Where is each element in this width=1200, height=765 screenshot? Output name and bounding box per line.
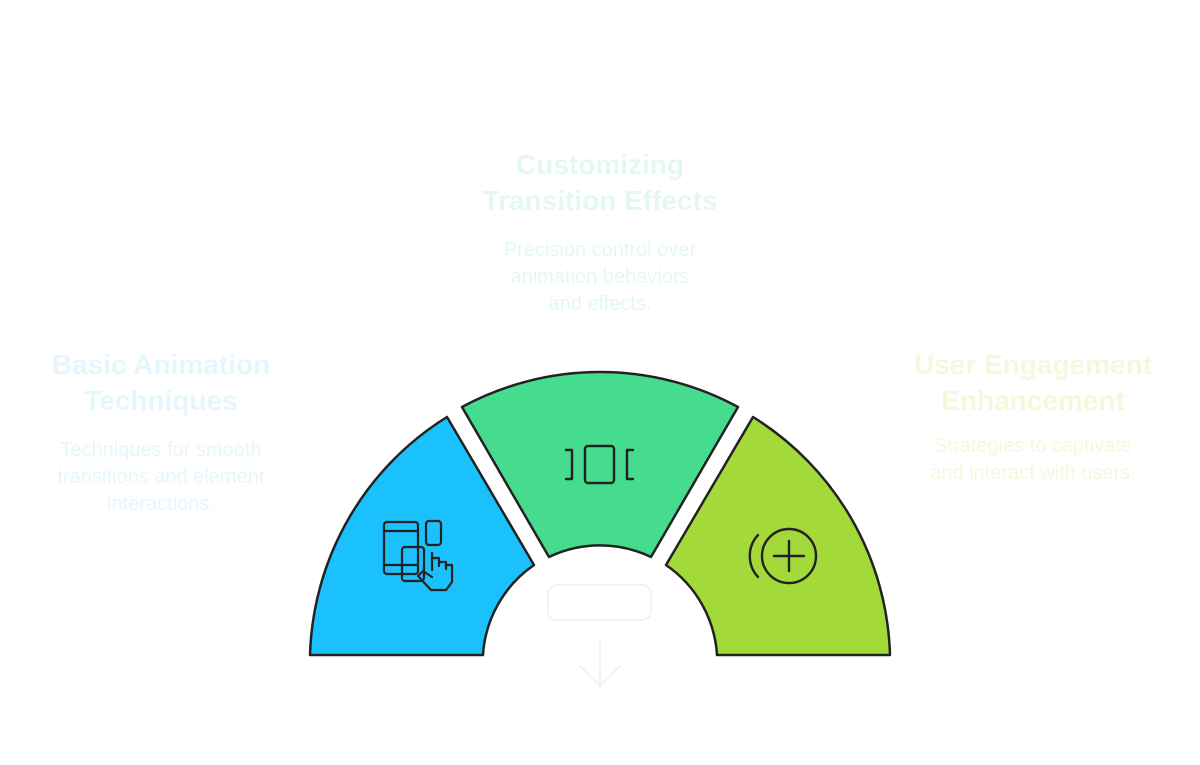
desc-left-line3: interactions.	[107, 493, 215, 515]
arrow-down-icon	[579, 641, 621, 687]
title-left-line2: Techniques	[84, 385, 238, 416]
title-right-line2: Enhancement	[941, 385, 1125, 416]
devices-touch-icon	[382, 519, 454, 592]
hub-box	[547, 584, 652, 621]
title-center-line2: Transition Effects	[482, 185, 718, 216]
title-right: User Engagement Enhancement	[900, 347, 1166, 419]
desc-right-line2: and interact with users.	[930, 462, 1136, 484]
desc-center-line3: and effects.	[548, 293, 652, 315]
carousel-frame-icon	[564, 444, 635, 485]
segment-center[interactable]	[460, 370, 740, 559]
desc-right-line1: Strategies to captivate	[934, 435, 1132, 457]
title-left: Basic Animation Techniques	[30, 347, 292, 419]
desc-center-line2: animation behaviors	[510, 266, 690, 288]
label-block-left: Basic Animation Techniques Techniques fo…	[30, 347, 292, 518]
add-circle-signal-icon	[748, 527, 818, 585]
desc-left-line2: transitions and element	[57, 466, 265, 488]
desc-left: Techniques for smooth transitions and el…	[30, 437, 292, 518]
desc-center: Precision control over animation behavio…	[460, 237, 740, 318]
label-block-center: Customizing Transition Effects Precision…	[460, 147, 740, 318]
desc-left-line1: Techniques for smooth	[60, 439, 262, 461]
title-center-line1: Customizing	[516, 149, 684, 180]
title-right-line1: User Engagement	[913, 349, 1153, 380]
label-block-right: User Engagement Enhancement Strategies t…	[900, 347, 1166, 487]
desc-center-line1: Precision control over	[503, 239, 697, 261]
title-left-line1: Basic Animation	[51, 349, 271, 380]
desc-right: Strategies to captivate and interact wit…	[900, 433, 1166, 487]
title-center: Customizing Transition Effects	[460, 147, 740, 219]
segment-left[interactable]	[308, 415, 536, 657]
segment-right[interactable]	[664, 415, 892, 657]
